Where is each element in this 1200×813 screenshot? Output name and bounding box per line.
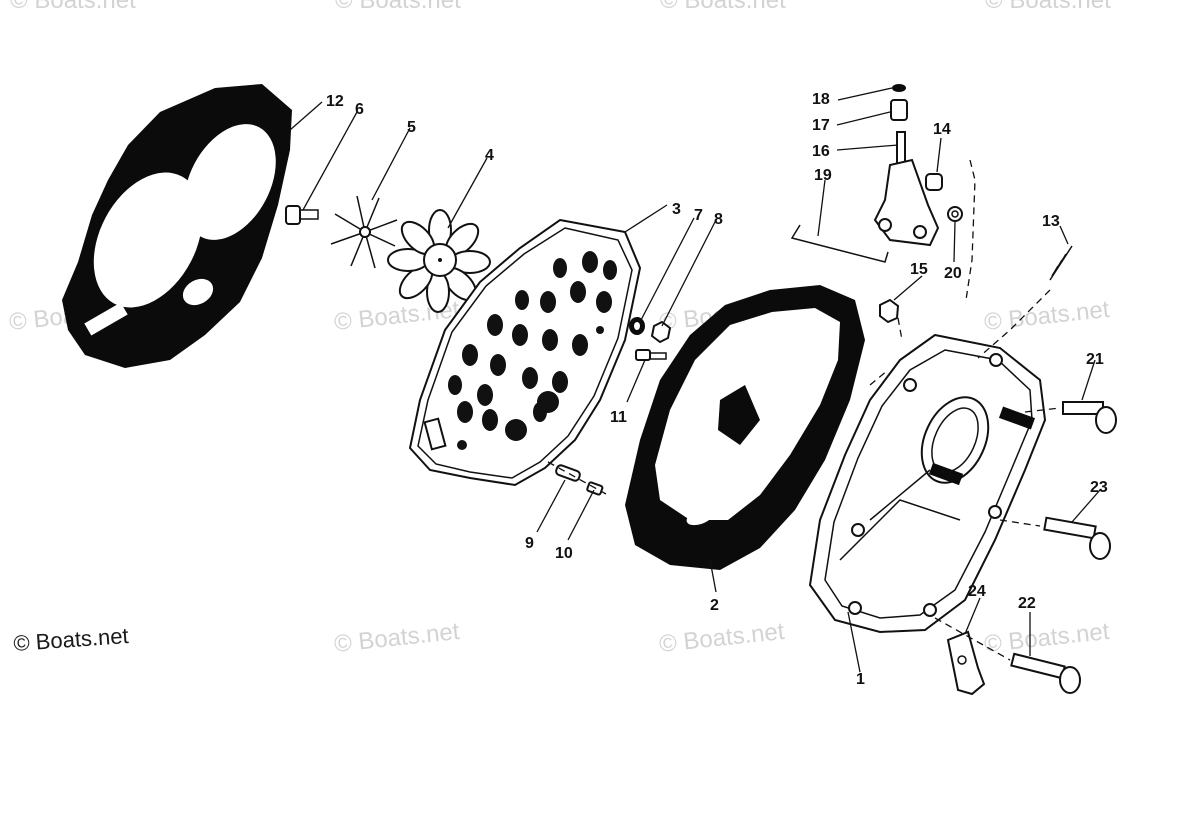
part-23-bolt [1043, 516, 1111, 560]
callout-18: 18 [812, 91, 830, 108]
part-18-cap [892, 84, 906, 92]
callout-17: 17 [812, 117, 830, 134]
copyright-watermark: © Boats.net [13, 623, 130, 656]
part-3-reed-plate [408, 218, 642, 487]
part-5-reed-star [330, 195, 398, 269]
part-6-screw [285, 205, 319, 225]
part-1-manifold [808, 333, 1047, 634]
watermark: © Boats.net [658, 618, 786, 658]
callout-13: 13 [1042, 213, 1060, 230]
watermark: © Boats.net [660, 0, 786, 14]
watermark: © Boats.net [10, 0, 136, 14]
callout-10: 10 [555, 545, 573, 562]
watermark: © Boats.net [983, 618, 1111, 658]
watermark: © Boats.net [985, 0, 1111, 14]
callout-21: 21 [1086, 351, 1104, 368]
part-24-clip [946, 630, 986, 696]
part-17-bushing [890, 99, 908, 121]
part-12-gasket [62, 84, 292, 368]
callout-12: 12 [326, 93, 344, 110]
watermark: © Boats.net [983, 296, 1111, 336]
callout-labels: 12 6 5 4 3 7 8 11 9 10 2 1 13 14 15 16 1… [326, 91, 1108, 688]
part-20-nut [947, 206, 963, 222]
alignment-lines [547, 159, 1061, 661]
callout-9: 9 [525, 535, 534, 552]
callout-8: 8 [714, 211, 723, 228]
callout-24: 24 [968, 583, 986, 600]
callout-11: 11 [610, 409, 627, 426]
callout-2: 2 [710, 597, 719, 614]
callout-1: 1 [856, 671, 865, 688]
callout-22: 22 [1018, 595, 1036, 612]
callout-23: 23 [1090, 479, 1108, 496]
part-13-stud [1049, 245, 1073, 281]
callout-7: 7 [694, 207, 703, 224]
part-9-pin [555, 464, 581, 482]
callout-16: 16 [812, 143, 830, 160]
part-22-bolt [1010, 652, 1081, 694]
part-21-bolt [1062, 401, 1117, 434]
part-2-gasket [625, 285, 865, 570]
part-4-reed-petal [387, 209, 491, 313]
callout-3: 3 [672, 201, 681, 218]
leader-lines [289, 87, 1101, 673]
part-8-nut [650, 320, 672, 344]
part-11-screw [635, 349, 667, 361]
watermark: © Boats.net [333, 618, 461, 658]
callout-14: 14 [933, 121, 951, 138]
part-16-bracket [873, 131, 940, 247]
watermark: © Boats.net [335, 0, 461, 14]
callout-5: 5 [407, 119, 416, 136]
callout-19: 19 [814, 167, 832, 184]
part-7-washer [629, 317, 645, 335]
callout-15: 15 [910, 261, 928, 278]
part-15-nut [879, 298, 900, 324]
part-19-rod [790, 224, 889, 263]
part-14-nut [925, 173, 943, 191]
callout-4: 4 [485, 147, 494, 164]
callout-20: 20 [944, 265, 962, 282]
callout-6: 6 [355, 101, 364, 118]
